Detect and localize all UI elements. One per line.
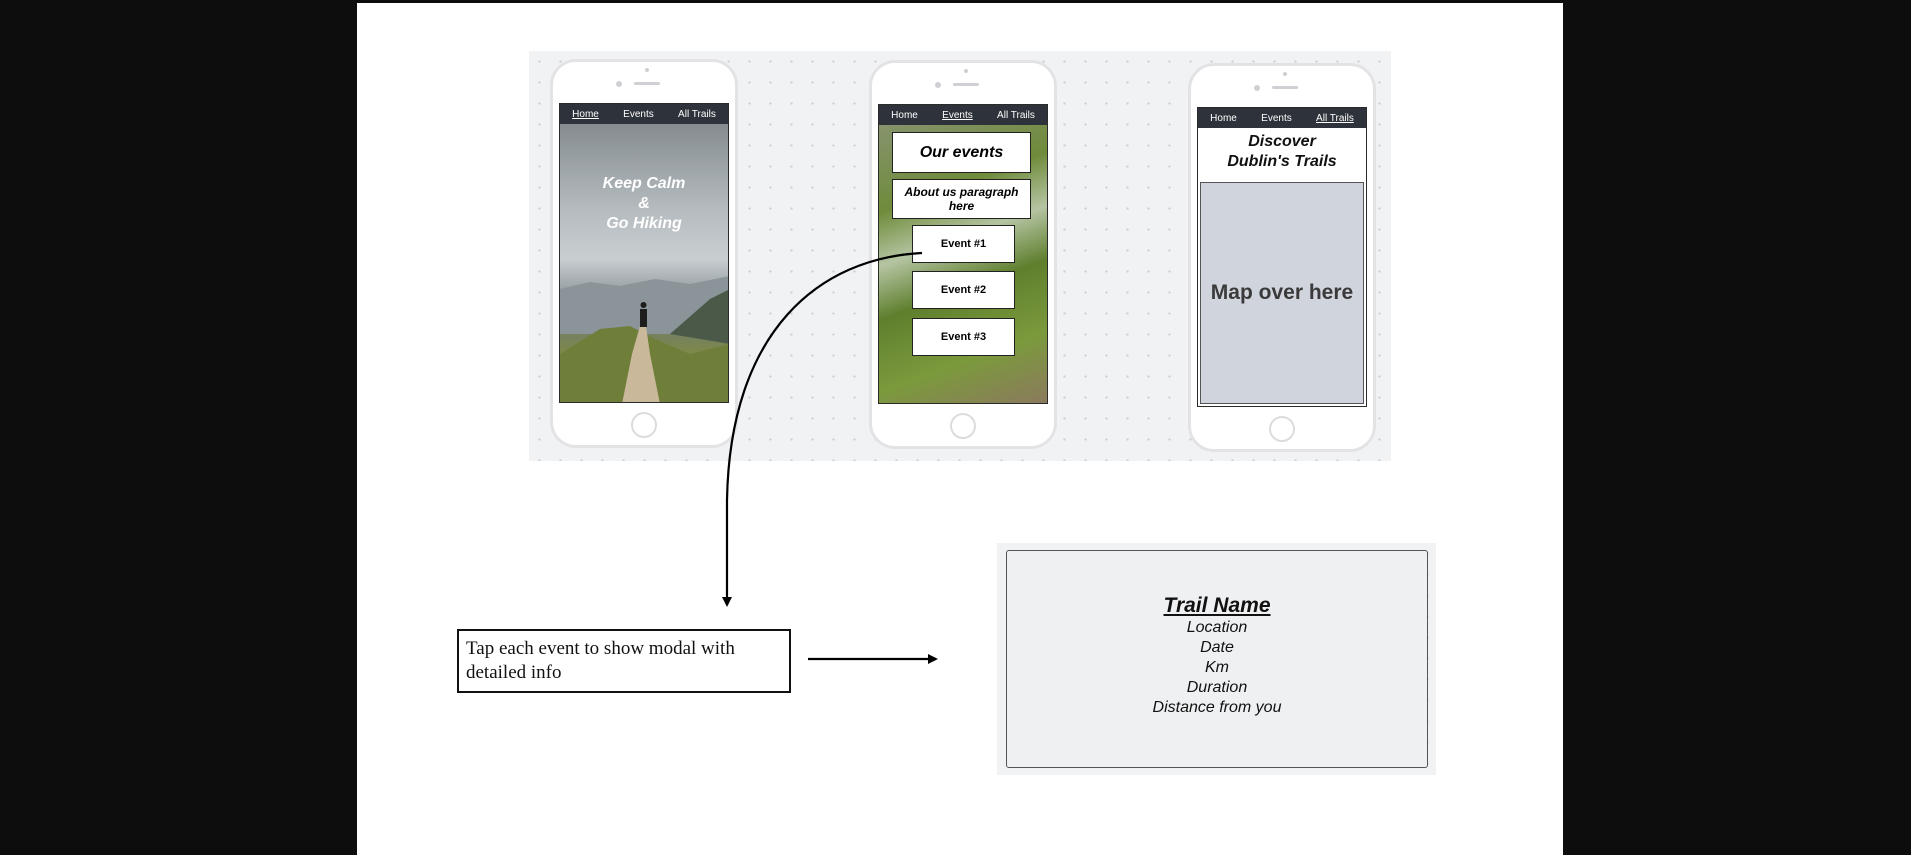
speaker-grille (634, 82, 660, 85)
events-screen: Home Events All Trails Our events About … (878, 104, 1048, 404)
camera-icon (935, 82, 941, 88)
event-button[interactable]: Event #3 (912, 318, 1015, 356)
hero-line: Go Hiking (606, 215, 682, 232)
phone-home: Home Events All Trails Keep Calm & Go Hi… (550, 59, 738, 448)
hero-line: & (638, 195, 650, 212)
camera-dot (1283, 72, 1287, 76)
phone-all-trails: Home Events All Trails Discover Dublin's… (1188, 63, 1376, 452)
nav-all-trails-link[interactable]: All Trails (997, 109, 1035, 121)
home-button[interactable] (950, 413, 976, 439)
nav-all-trails-link[interactable]: All Trails (1316, 112, 1354, 124)
event-to-note-arrow (722, 251, 923, 607)
mountain-hiker-illustration (560, 276, 728, 402)
modal-line: Duration (1186, 679, 1248, 696)
home-screen: Home Events All Trails Keep Calm & Go Hi… (559, 103, 729, 403)
nav-events-link[interactable]: Events (1261, 112, 1292, 124)
annotation-note: Tap each event to show modal with detail… (457, 629, 791, 693)
nav-bar: Home Events All Trails (879, 105, 1047, 125)
hero-tagline: Keep Calm & Go Hiking (560, 174, 728, 234)
phone-events: Home Events All Trails Our events About … (869, 60, 1057, 449)
speaker-grille (1272, 86, 1298, 89)
home-button[interactable] (1269, 416, 1295, 442)
event-button[interactable]: Event #1 (912, 225, 1015, 263)
modal-line: Date (1200, 639, 1234, 656)
nav-home-link[interactable]: Home (891, 109, 918, 121)
nav-bar: Home Events All Trails (560, 104, 728, 124)
trail-detail-modal: Trail Name Location Date Km Duration Dis… (1006, 550, 1428, 768)
modal-line: Location (1186, 619, 1248, 636)
camera-dot (964, 69, 968, 73)
events-heading: Our events (892, 132, 1031, 173)
nav-bar: Home Events All Trails (1198, 108, 1366, 128)
modal-title: Trail Name (1163, 594, 1271, 617)
nav-all-trails-link[interactable]: All Trails (678, 108, 716, 120)
camera-icon (1254, 85, 1260, 91)
hero-line: Keep Calm (602, 175, 686, 192)
event-button[interactable]: Event #2 (912, 271, 1015, 309)
map-label: Map over here (1210, 281, 1354, 304)
about-paragraph: About us paragraph here (892, 179, 1031, 219)
trails-screen: Home Events All Trails Discover Dublin's… (1197, 107, 1367, 407)
nav-events-link[interactable]: Events (942, 109, 973, 121)
map-placeholder[interactable]: Map over here (1200, 182, 1364, 404)
speaker-grille (953, 83, 979, 86)
nav-home-link[interactable]: Home (572, 108, 599, 120)
home-button[interactable] (631, 412, 657, 438)
nav-events-link[interactable]: Events (623, 108, 654, 120)
modal-line: Distance from you (1152, 699, 1282, 716)
modal-line: Km (1205, 659, 1229, 676)
camera-icon (616, 81, 622, 87)
nav-home-link[interactable]: Home (1210, 112, 1237, 124)
trails-heading: Discover Dublin's Trails (1227, 133, 1337, 170)
camera-dot (645, 68, 649, 72)
